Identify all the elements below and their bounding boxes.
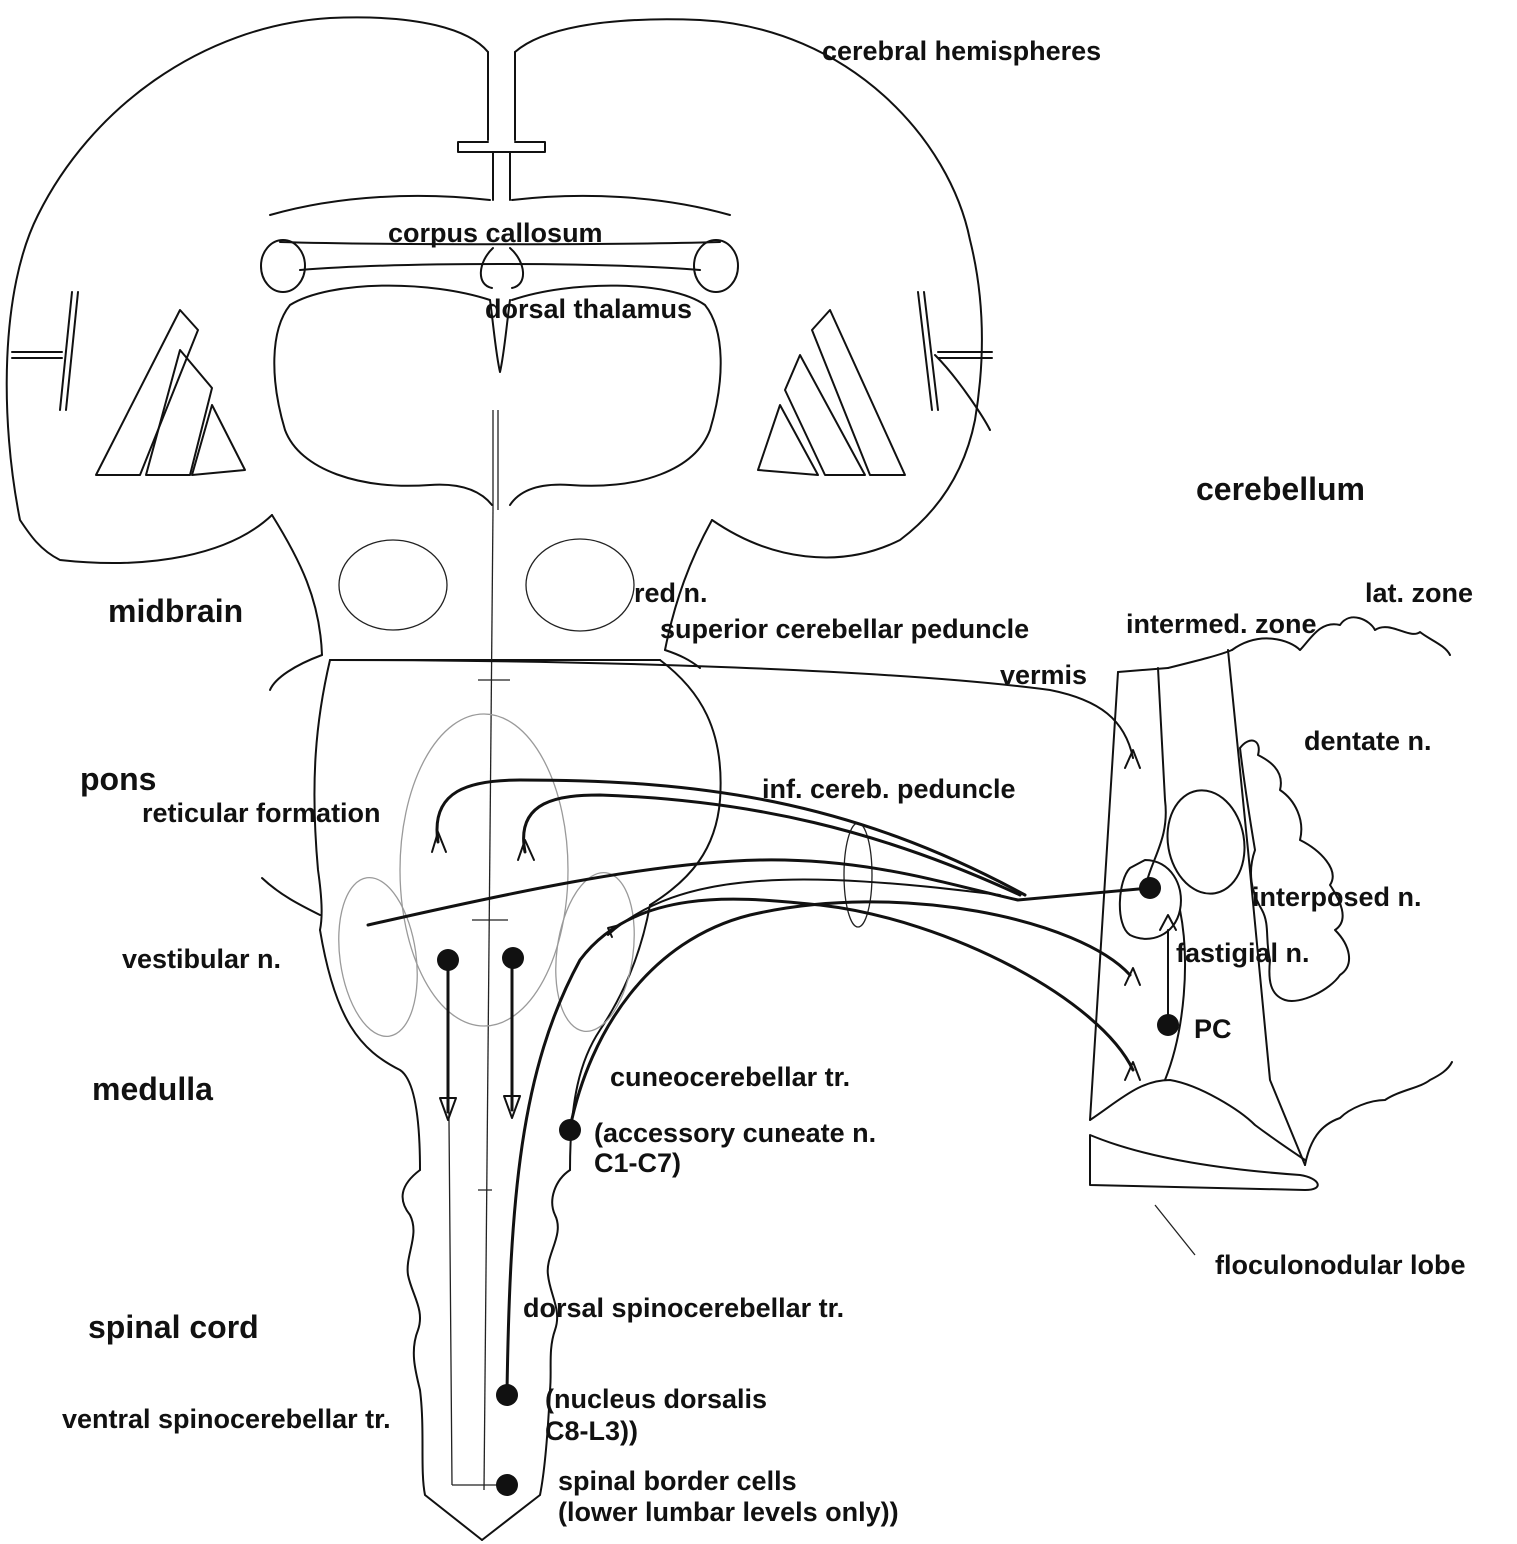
label-cuneocerebellar-tr: cuneocerebellar tr. [610,1062,850,1092]
floculonodular-lobe [1090,1135,1318,1190]
label-pc: PC [1194,1014,1232,1044]
vestibular-nucleus-right [546,867,644,1036]
reticular-formation-outline [400,714,568,1026]
cerebellum-section [1090,617,1452,1255]
label-dorsal-spinocerebellar-tr: dorsal spinocerebellar tr. [523,1293,844,1323]
label-cerebellum: cerebellum [1196,471,1365,507]
vestibular-dot-left [437,949,459,971]
vestibular-dot-right [502,947,524,969]
label-cerebral-hemispheres: cerebral hemispheres [822,36,1101,66]
label-spinal-border-1: spinal border cells [558,1466,797,1496]
label-accessory-cuneate-2: C1-C7) [594,1148,681,1178]
red-nucleus-right [526,539,634,631]
label-medulla: medulla [92,1071,213,1107]
label-intermed-zone: intermed. zone [1126,609,1317,639]
ventral-spinocerebellar-path [448,1000,505,1485]
label-ventral-spinocerebellar-tr: ventral spinocerebellar tr. [62,1404,391,1434]
label-inf-cereb-peduncle: inf. cereb. peduncle [762,774,1016,804]
vestibular-nucleus-left [329,872,427,1041]
accessory-cuneate-dot [559,1119,581,1141]
label-reticular-formation: reticular formation [142,798,381,828]
fastigial-dot [1139,877,1161,899]
label-lat-zone: lat. zone [1365,578,1473,608]
label-nucleus-dorsalis-1: (nucleus dorsalis [545,1384,767,1414]
label-nucleus-dorsalis-2: C8-L3)) [545,1416,638,1446]
cerebral-hemispheres [7,17,992,563]
label-interposed-n: interposed n. [1252,882,1422,912]
label-spinal-cord: spinal cord [88,1309,259,1345]
interposed-nucleus [1160,784,1253,900]
label-vermis: vermis [1000,660,1087,690]
label-midbrain: midbrain [108,593,243,629]
label-red-n: red n. [634,578,708,608]
purkinje-cell-dot [1157,1014,1179,1036]
label-pons: pons [80,761,156,797]
label-vestibular-n: vestibular n. [122,944,281,974]
label-dorsal-thalamus: dorsal thalamus [485,294,692,324]
cuneocerebellar-path [570,902,1130,1128]
label-spinal-border-2: (lower lumbar levels only)) [558,1497,899,1527]
label-accessory-cuneate-1: (accessory cuneate n. [594,1118,876,1148]
spinal-border-cells-dot [496,1474,518,1496]
labels: cerebral hemispheres corpus callosum dor… [62,36,1473,1527]
nucleus-dorsalis-dot [496,1384,518,1406]
label-floculonodular-lobe: floculonodular lobe [1215,1250,1466,1280]
label-corpus-callosum: corpus callosum [388,218,603,248]
red-nucleus-left [339,540,447,630]
label-dentate-n: dentate n. [1304,726,1432,756]
label-fastigial-n: fastigial n. [1176,938,1310,968]
label-superior-cerebellar-peduncle: superior cerebellar peduncle [660,614,1029,644]
vestibulocerebellar-path [368,860,1150,925]
